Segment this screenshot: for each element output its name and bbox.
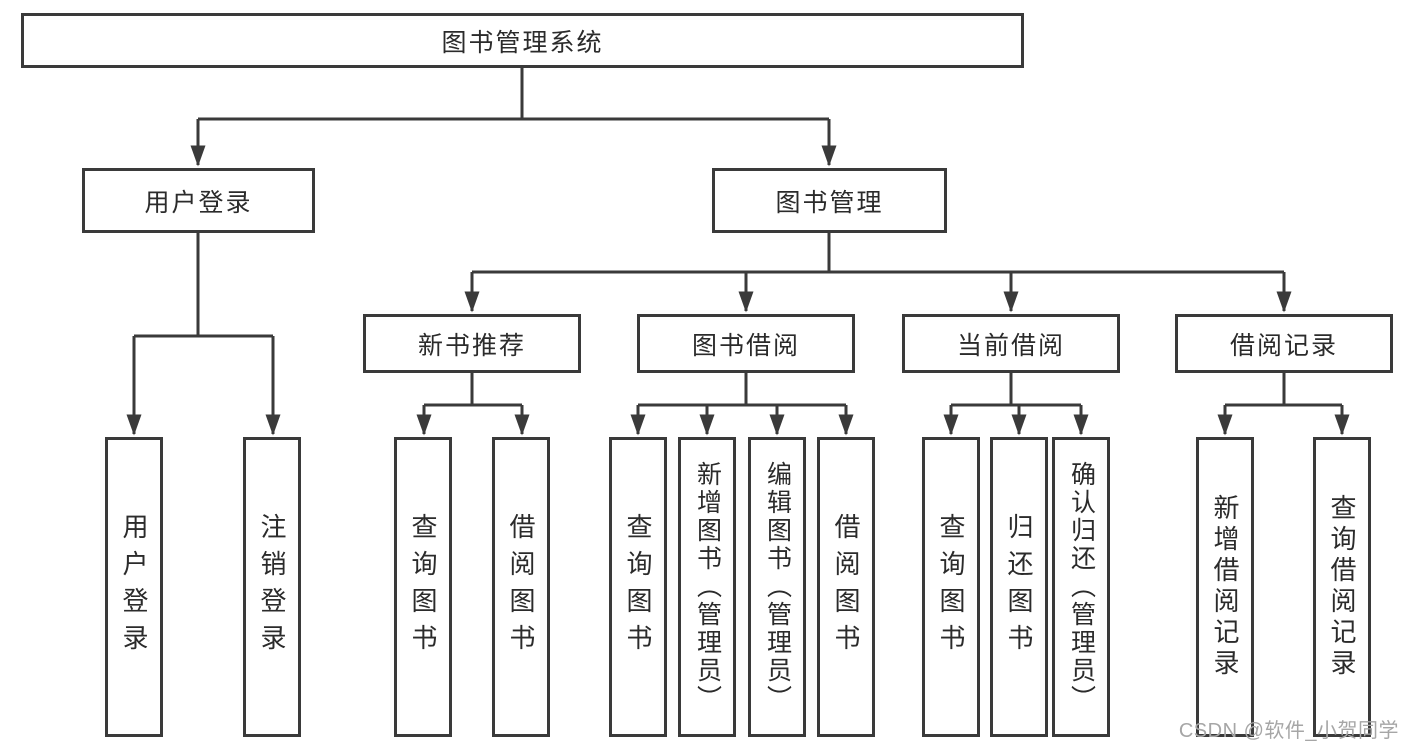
node-label: 用户登录 xyxy=(144,188,253,217)
leaf-borrow-books: 借阅图书 xyxy=(817,437,875,737)
node-borrowing-records: 借阅记录 xyxy=(1175,314,1393,373)
leaf-label: 借阅图书 xyxy=(831,513,861,661)
leaf-add-borrow-record: 新增借阅记录 xyxy=(1196,437,1254,737)
leaf-label: 归还图书 xyxy=(1004,513,1034,661)
node-label: 新书推荐 xyxy=(417,331,526,360)
leaf-label: 新增借阅记录 xyxy=(1210,494,1240,680)
leaf-logout: 注销登录 xyxy=(243,437,301,737)
node-label: 图书管理系统 xyxy=(441,28,604,57)
leaf-edit-books-admin: 编辑图书（管理员） xyxy=(748,437,806,737)
leaf-query-borrow-record: 查询借阅记录 xyxy=(1313,437,1371,737)
leaf-borrow-books-recommend: 借阅图书 xyxy=(492,437,550,737)
leaf-label: 编辑图书（管理员） xyxy=(763,461,792,713)
node-label: 借阅记录 xyxy=(1229,331,1338,360)
node-label: 图书借阅 xyxy=(691,331,800,360)
node-label: 当前借阅 xyxy=(956,331,1065,360)
leaf-query-books-recommend: 查询图书 xyxy=(394,437,452,737)
leaf-query-books-current: 查询图书 xyxy=(922,437,980,737)
node-current-borrowing: 当前借阅 xyxy=(902,314,1120,373)
node-book-borrowing: 图书借阅 xyxy=(637,314,855,373)
leaf-return-books: 归还图书 xyxy=(990,437,1048,737)
leaf-label: 查询图书 xyxy=(408,513,438,661)
leaf-add-books-admin: 新增图书（管理员） xyxy=(678,437,736,737)
node-label: 图书管理 xyxy=(775,188,884,217)
leaf-label: 借阅图书 xyxy=(506,513,536,661)
leaf-label: 注销登录 xyxy=(257,513,287,661)
node-new-book-recommend: 新书推荐 xyxy=(363,314,581,373)
node-book-management: 图书管理 xyxy=(712,168,947,233)
node-library-management-system: 图书管理系统 xyxy=(21,13,1024,68)
leaf-label: 用户登录 xyxy=(119,513,149,661)
leaf-label: 查询图书 xyxy=(623,513,653,661)
leaf-query-books-borrow: 查询图书 xyxy=(609,437,667,737)
leaf-label: 查询借阅记录 xyxy=(1327,494,1357,680)
leaf-label: 确认归还（管理员） xyxy=(1067,461,1096,713)
watermark: CSDN @软件_小贺同学 xyxy=(1178,720,1399,742)
leaf-user-login: 用户登录 xyxy=(105,437,163,737)
leaf-label: 查询图书 xyxy=(936,513,966,661)
leaf-label: 新增图书（管理员） xyxy=(693,461,722,713)
node-user-login: 用户登录 xyxy=(82,168,315,233)
leaf-confirm-return-admin: 确认归还（管理员） xyxy=(1052,437,1110,737)
